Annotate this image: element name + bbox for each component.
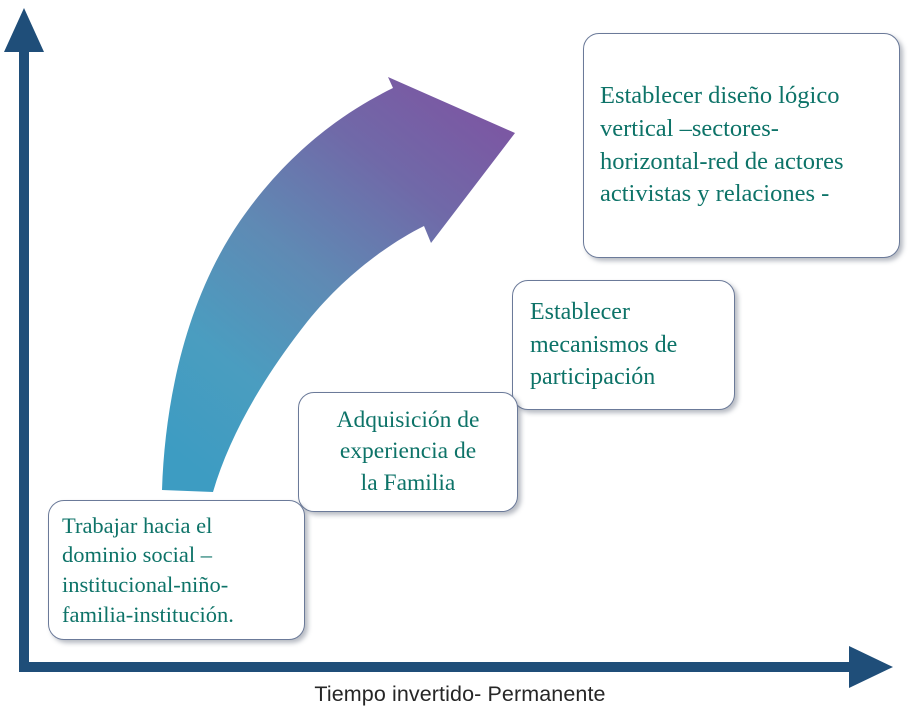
callout-line: Trabajar hacia el <box>62 512 213 538</box>
callout-line: activistas y relaciones - <box>600 180 830 208</box>
callout-line: familia-institución. <box>62 601 234 627</box>
x-axis-label: Tiempo invertido- Permanente <box>314 682 606 706</box>
growth-arrow-shape <box>162 77 515 492</box>
callout-line: institucional-niño- <box>62 572 229 597</box>
callout-line: Adquisición de <box>336 407 480 434</box>
callout-line: la Familia <box>360 469 456 496</box>
callout-line: experiencia de <box>339 438 477 465</box>
callout-line: Establecer <box>530 299 630 326</box>
callout-line: Establecer diseño lógico <box>600 81 840 109</box>
callout-participation[interactable]: Establecer mecanismos de participación <box>512 280 735 410</box>
callout-line: vertical –sectores- <box>600 114 779 142</box>
callout-line: participación <box>530 364 656 391</box>
callout-social-domain[interactable]: Trabajar hacia el dominio social – insti… <box>48 500 305 640</box>
horizontal-axis-arrow <box>19 646 893 688</box>
callout-line: dominio social – <box>62 542 212 568</box>
vertical-axis-arrow <box>4 8 44 672</box>
callout-family-experience[interactable]: Adquisición de experiencia de la Familia <box>298 392 518 512</box>
callout-line: mecanismos de <box>530 331 678 358</box>
callout-logical-design[interactable]: Establecer diseño lógico vertical –secto… <box>583 33 900 258</box>
callout-line: horizontal-red de actores <box>600 147 844 175</box>
